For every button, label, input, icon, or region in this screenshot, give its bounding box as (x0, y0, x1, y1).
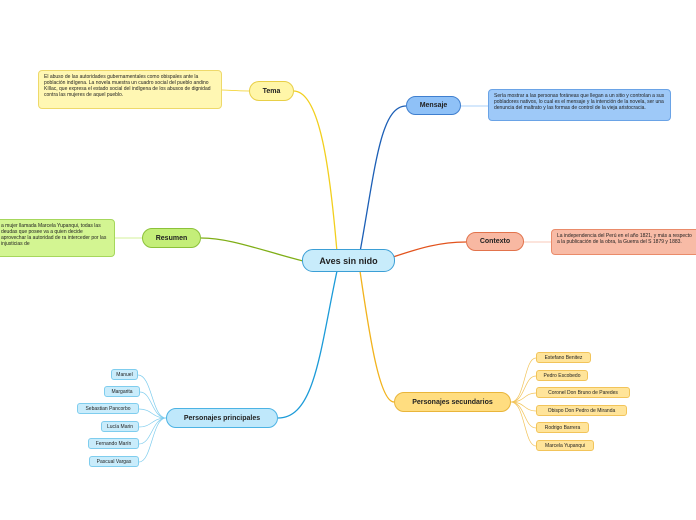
principal-sebastian-pancorbo[interactable]: Sebastian Pancorbo (77, 403, 139, 414)
secundario-obispo-pedro-de-miranda[interactable]: Obispo Don Pedro de Miranda (536, 405, 627, 416)
detail-resumen: a mujer llamada Marcela Yupanqui, todas … (0, 219, 115, 257)
link-principales (277, 270, 338, 419)
link-mensaje (359, 105, 407, 253)
branch-contexto[interactable]: Contexto (466, 232, 524, 251)
secundario-estefano-benitez[interactable]: Estefano Benitez (536, 352, 591, 363)
detail-tema: El abuso de las autoridades gubernamenta… (38, 70, 222, 109)
secundario-pedro-escobedo[interactable]: Pedro Escobedo (536, 370, 588, 381)
detail-mensaje: Sería mostrar a las personas foráneas qu… (488, 89, 671, 121)
principal-margarita[interactable]: Margarita (104, 386, 140, 397)
principal-pascual-vargas[interactable]: Pascual Vargas (89, 456, 139, 467)
link-contexto (392, 241, 467, 258)
branch-personajes-principales[interactable]: Personajes principales (166, 408, 278, 428)
principal-fernando-marin[interactable]: Fernando Marín (88, 438, 139, 449)
branch-tema[interactable]: Tema (249, 81, 294, 101)
root-node[interactable]: Aves sin nido (302, 249, 395, 272)
link-tema-detail (221, 89, 250, 92)
secundario-coronel-bruno-de-paredes[interactable]: Coronel Don Bruno de Paredes (536, 387, 630, 398)
secundario-rodrigo-barrera[interactable]: Rodrigo Barrera (536, 422, 589, 433)
secundario-marcela-yupanqui[interactable]: Marcela Yupanqui (536, 440, 594, 451)
principal-lucia-marin[interactable]: Lucía Marin (101, 421, 139, 432)
link-secundarios (359, 270, 395, 403)
link-tema (293, 90, 338, 253)
link-resumen (200, 237, 304, 262)
branch-resumen[interactable]: Resumen (142, 228, 201, 248)
branch-personajes-secundarios[interactable]: Personajes secundarios (394, 392, 511, 412)
detail-contexto: La independencia del Perú en el año 1821… (551, 229, 696, 255)
branch-mensaje[interactable]: Mensaje (406, 96, 461, 115)
principal-manuel[interactable]: Manuel (111, 369, 138, 380)
